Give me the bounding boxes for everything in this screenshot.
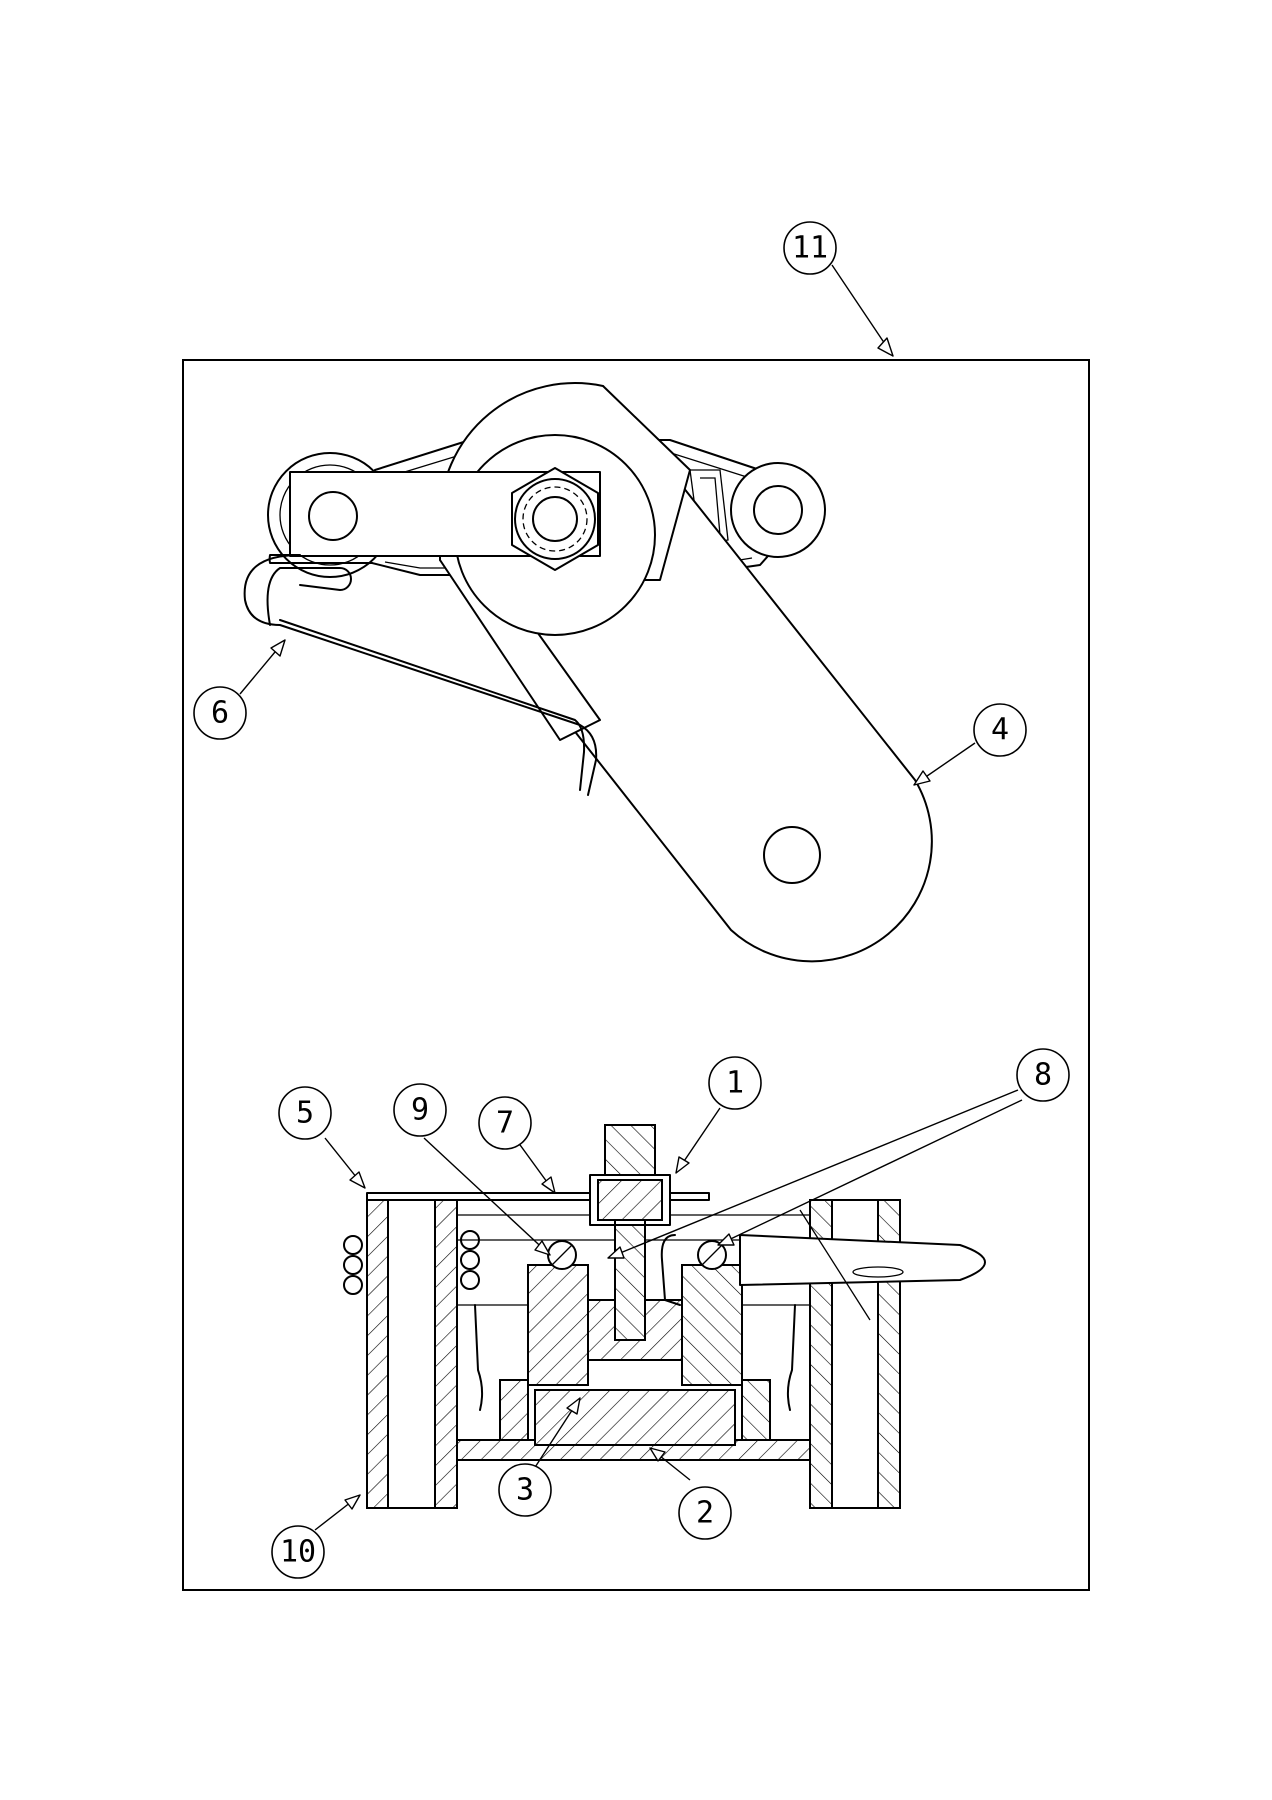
callout-label: 10: [280, 1535, 316, 1570]
callout-label: 2: [696, 1496, 714, 1531]
callout-4: 4: [973, 703, 1027, 757]
callout-label: 9: [411, 1093, 429, 1128]
callout-1: 1: [708, 1056, 762, 1110]
callout-label: 1: [726, 1066, 744, 1101]
top-view: [243, 382, 933, 963]
callout-label: 8: [1034, 1058, 1052, 1093]
callout-3: 3: [498, 1463, 552, 1517]
cover-plate: [366, 1192, 710, 1201]
coil-section-left: [343, 1230, 480, 1295]
callout-label: 7: [496, 1106, 514, 1141]
callout-2: 2: [678, 1486, 732, 1540]
hex-nut: [511, 467, 599, 571]
callout-5: 5: [278, 1086, 332, 1140]
frame-border: [182, 359, 1090, 1591]
callout-7: 7: [478, 1096, 532, 1150]
base-plate: [534, 1389, 736, 1446]
leaders: [239, 264, 1023, 1531]
callout-label: 6: [211, 696, 229, 731]
callout-11: 11: [783, 221, 837, 275]
callout-9: 9: [393, 1083, 447, 1137]
left-housing: [366, 1199, 389, 1509]
section-view: [343, 1124, 986, 1509]
needle: [739, 1234, 986, 1286]
callout-label: 11: [792, 231, 828, 266]
right-roller: [689, 462, 826, 558]
spring-wire: [243, 554, 598, 796]
callout-label: 3: [516, 1473, 534, 1508]
callout-8: 8: [1016, 1048, 1070, 1102]
callout-label: 5: [296, 1096, 314, 1131]
bushing: [527, 1264, 589, 1386]
callout-10: 10: [271, 1525, 325, 1579]
callout-label: 4: [991, 713, 1009, 748]
callout-6: 6: [193, 686, 247, 740]
